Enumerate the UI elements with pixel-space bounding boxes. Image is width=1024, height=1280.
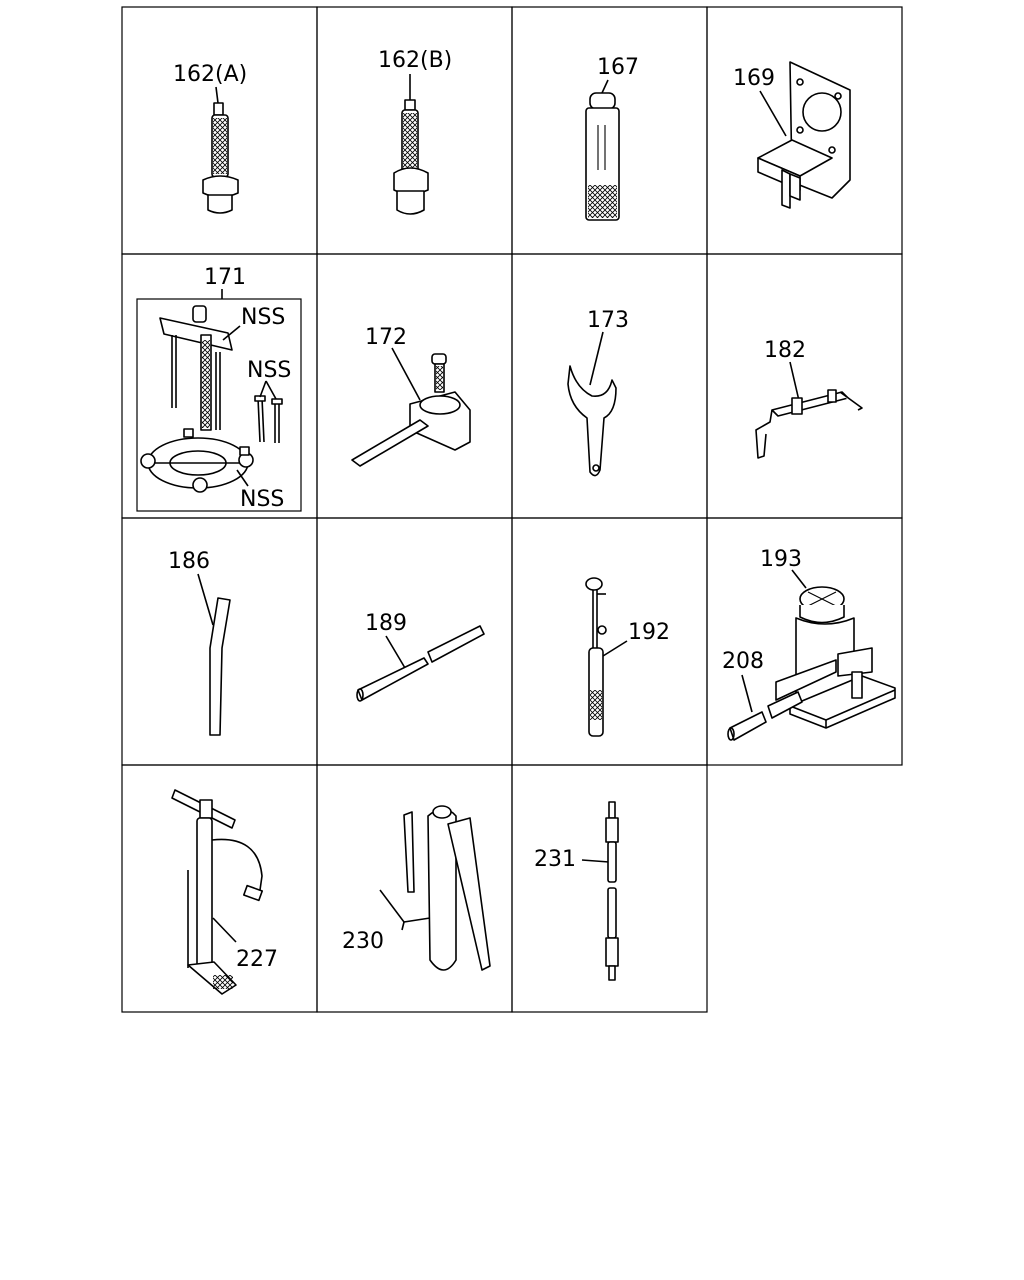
part-169: 169 (733, 61, 851, 209)
part-192: 192 (585, 577, 670, 737)
part-162b: 162(B) (378, 48, 452, 215)
callout-230: 230 (342, 929, 384, 954)
part-186: 186 (168, 549, 231, 736)
callout-231: 231 (534, 847, 576, 872)
callout-162b: 162(B) (378, 48, 452, 73)
part-182: 182 (755, 338, 863, 459)
callout-nss-3: NSS (240, 487, 284, 512)
callout-173: 173 (587, 308, 629, 333)
callout-nss-1: NSS (241, 305, 285, 330)
callout-193: 193 (760, 547, 802, 572)
callout-nss-2: NSS (247, 358, 291, 383)
part-171: 171 NSS NSS NSS (136, 265, 302, 512)
part-173: 173 (567, 308, 629, 477)
puller-set-box (136, 298, 302, 512)
callout-208: 208 (722, 649, 764, 674)
part-167: 167 (585, 55, 639, 221)
callout-227: 227 (236, 947, 278, 972)
callout-189: 189 (365, 611, 407, 636)
part-227: 227 (171, 789, 278, 995)
grid-frame (121, 6, 903, 1013)
callout-167: 167 (597, 55, 639, 80)
callout-186: 186 (168, 549, 210, 574)
callout-192: 192 (628, 620, 670, 645)
part-193-208: 193 208 (722, 547, 896, 741)
part-230: 230 (342, 805, 491, 971)
callout-162a: 162(A) (173, 62, 247, 87)
callout-171: 171 (204, 265, 246, 290)
part-231: 231 (534, 801, 619, 981)
part-172: 172 (351, 325, 471, 467)
part-162a: 162(A) (173, 62, 247, 214)
part-189: 189 (356, 611, 485, 702)
callout-172: 172 (365, 325, 407, 350)
callout-169: 169 (733, 66, 775, 91)
callout-182: 182 (764, 338, 806, 363)
